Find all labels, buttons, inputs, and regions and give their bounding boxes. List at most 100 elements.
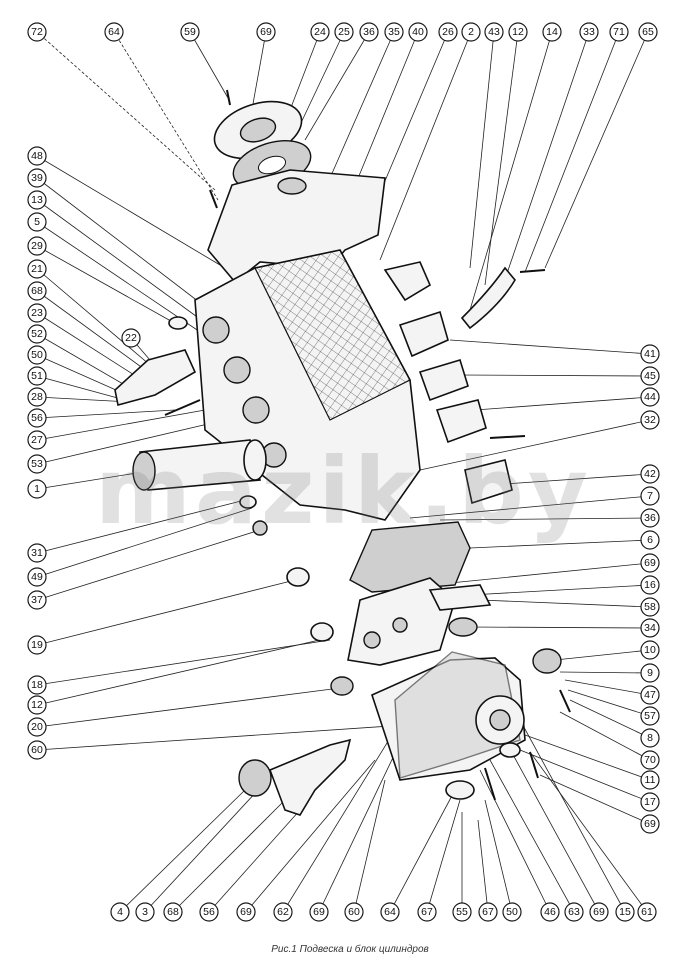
callout-number: 36: [363, 26, 375, 38]
callout-circle: [478, 902, 498, 922]
callout-right-16: 8: [640, 728, 660, 748]
callout-circle: [640, 366, 660, 386]
callout-top-15: 71: [609, 22, 629, 42]
callout-circle: [640, 464, 660, 484]
callout-circle: [640, 640, 660, 660]
callout-circle: [540, 902, 560, 922]
leader-line-right-9: [469, 584, 651, 596]
callout-right-14: 47: [640, 685, 660, 705]
callout-number: 72: [31, 26, 43, 38]
callout-bottom-15: 69: [589, 902, 609, 922]
callout-circle: [27, 281, 47, 301]
callout-bottom-4: 69: [236, 902, 256, 922]
callout-top-11: 43: [484, 22, 504, 42]
callout-circle: [637, 902, 657, 922]
callout-number: 36: [644, 512, 656, 524]
callout-circle: [27, 387, 47, 407]
callout-circle: [438, 22, 458, 42]
callout-number: 49: [31, 571, 43, 583]
callout-right-15: 57: [640, 706, 660, 726]
callout-top-14: 33: [579, 22, 599, 42]
callout-right-9: 16: [640, 575, 660, 595]
callout-number: 62: [277, 906, 289, 918]
callout-number: 31: [31, 547, 43, 559]
leader-line-left-1: [36, 177, 221, 319]
callout-bottom-0: 4: [110, 902, 130, 922]
leader-line-top-2: [189, 31, 229, 99]
leader-line-bottom-1: [144, 789, 259, 913]
callout-number: 39: [31, 172, 43, 184]
callout-circle: [27, 345, 47, 365]
callout-number: 65: [642, 26, 654, 38]
callout-number: 69: [644, 557, 656, 569]
callout-circle: [27, 695, 47, 715]
callout-circle: [344, 902, 364, 922]
callout-number: 57: [644, 710, 656, 722]
leader-line-top-6: [304, 31, 370, 141]
callout-number: 12: [31, 699, 43, 711]
callout-right-3: 32: [640, 410, 660, 430]
leader-line-right-17: [559, 711, 651, 761]
callout-number: 68: [167, 906, 179, 918]
leader-line-bottom-11: [477, 819, 489, 913]
callout-number: 48: [31, 150, 43, 162]
leader-line-left-19: [36, 579, 296, 646]
callout-top-2: 59: [180, 22, 200, 42]
callout-circle: [135, 902, 155, 922]
callout-number: 41: [644, 348, 656, 360]
callout-number: 50: [506, 906, 518, 918]
leader-line-right-19: [519, 749, 651, 803]
leader-line-left-4: [36, 245, 179, 326]
figure-caption: Рис.1 Подвеска и блок цилиндров: [271, 944, 429, 955]
callout-number: 51: [31, 370, 43, 382]
leader-line-bottom-7: [353, 779, 386, 913]
leader-line-bottom-17: [529, 751, 648, 913]
callout-circle: [452, 902, 472, 922]
callout-left-2: 13: [27, 190, 47, 210]
main-bearing-caps: [383, 261, 516, 505]
callout-circle: [27, 168, 47, 188]
leader-line-right-12: [554, 649, 651, 661]
callout-number: 28: [31, 391, 43, 403]
leader-line-right-13: [559, 671, 651, 674]
callout-left-13: 27: [27, 430, 47, 450]
callout-number: 53: [31, 458, 43, 470]
callout-number: 35: [388, 26, 400, 38]
callout-right-13: 9: [640, 663, 660, 683]
callout-right-8: 69: [640, 553, 660, 573]
callout-left-22: 20: [27, 717, 47, 737]
callout-left-7: 23: [27, 303, 47, 323]
callout-circle: [309, 902, 329, 922]
callout-number: 46: [544, 906, 556, 918]
callout-bottom-8: 64: [380, 902, 400, 922]
callout-circle: [640, 770, 660, 790]
callout-bottom-13: 46: [540, 902, 560, 922]
callout-right-19: 17: [640, 792, 660, 812]
callout-number: 52: [31, 328, 43, 340]
callout-circle: [27, 259, 47, 279]
leader-line-bottom-12: [484, 799, 513, 913]
callout-circle: [417, 902, 437, 922]
leader-line-left-10: [36, 375, 126, 401]
leader-line-left-7: [36, 312, 143, 381]
callout-number: 63: [568, 906, 580, 918]
callout-circle: [163, 902, 183, 922]
callout-top-1: 64: [104, 22, 124, 42]
callout-number: 4: [117, 906, 123, 918]
callout-number: 26: [442, 26, 454, 38]
callout-circle: [502, 902, 522, 922]
callout-circle: [508, 22, 528, 42]
callout-circle: [27, 740, 47, 760]
callout-right-7: 6: [640, 530, 660, 550]
callout-number: 60: [348, 906, 360, 918]
callout-right-0: 41: [640, 344, 660, 364]
callout-circle: [640, 750, 660, 770]
callout-number: 11: [645, 774, 656, 786]
callout-number: 37: [31, 594, 43, 606]
callout-left-11: 28: [27, 387, 47, 407]
callout-number: 60: [31, 744, 43, 756]
callout-number: 18: [31, 679, 43, 691]
callout-number: 69: [313, 906, 325, 918]
callout-right-4: 42: [640, 464, 660, 484]
leader-line-left-12: [36, 409, 176, 419]
